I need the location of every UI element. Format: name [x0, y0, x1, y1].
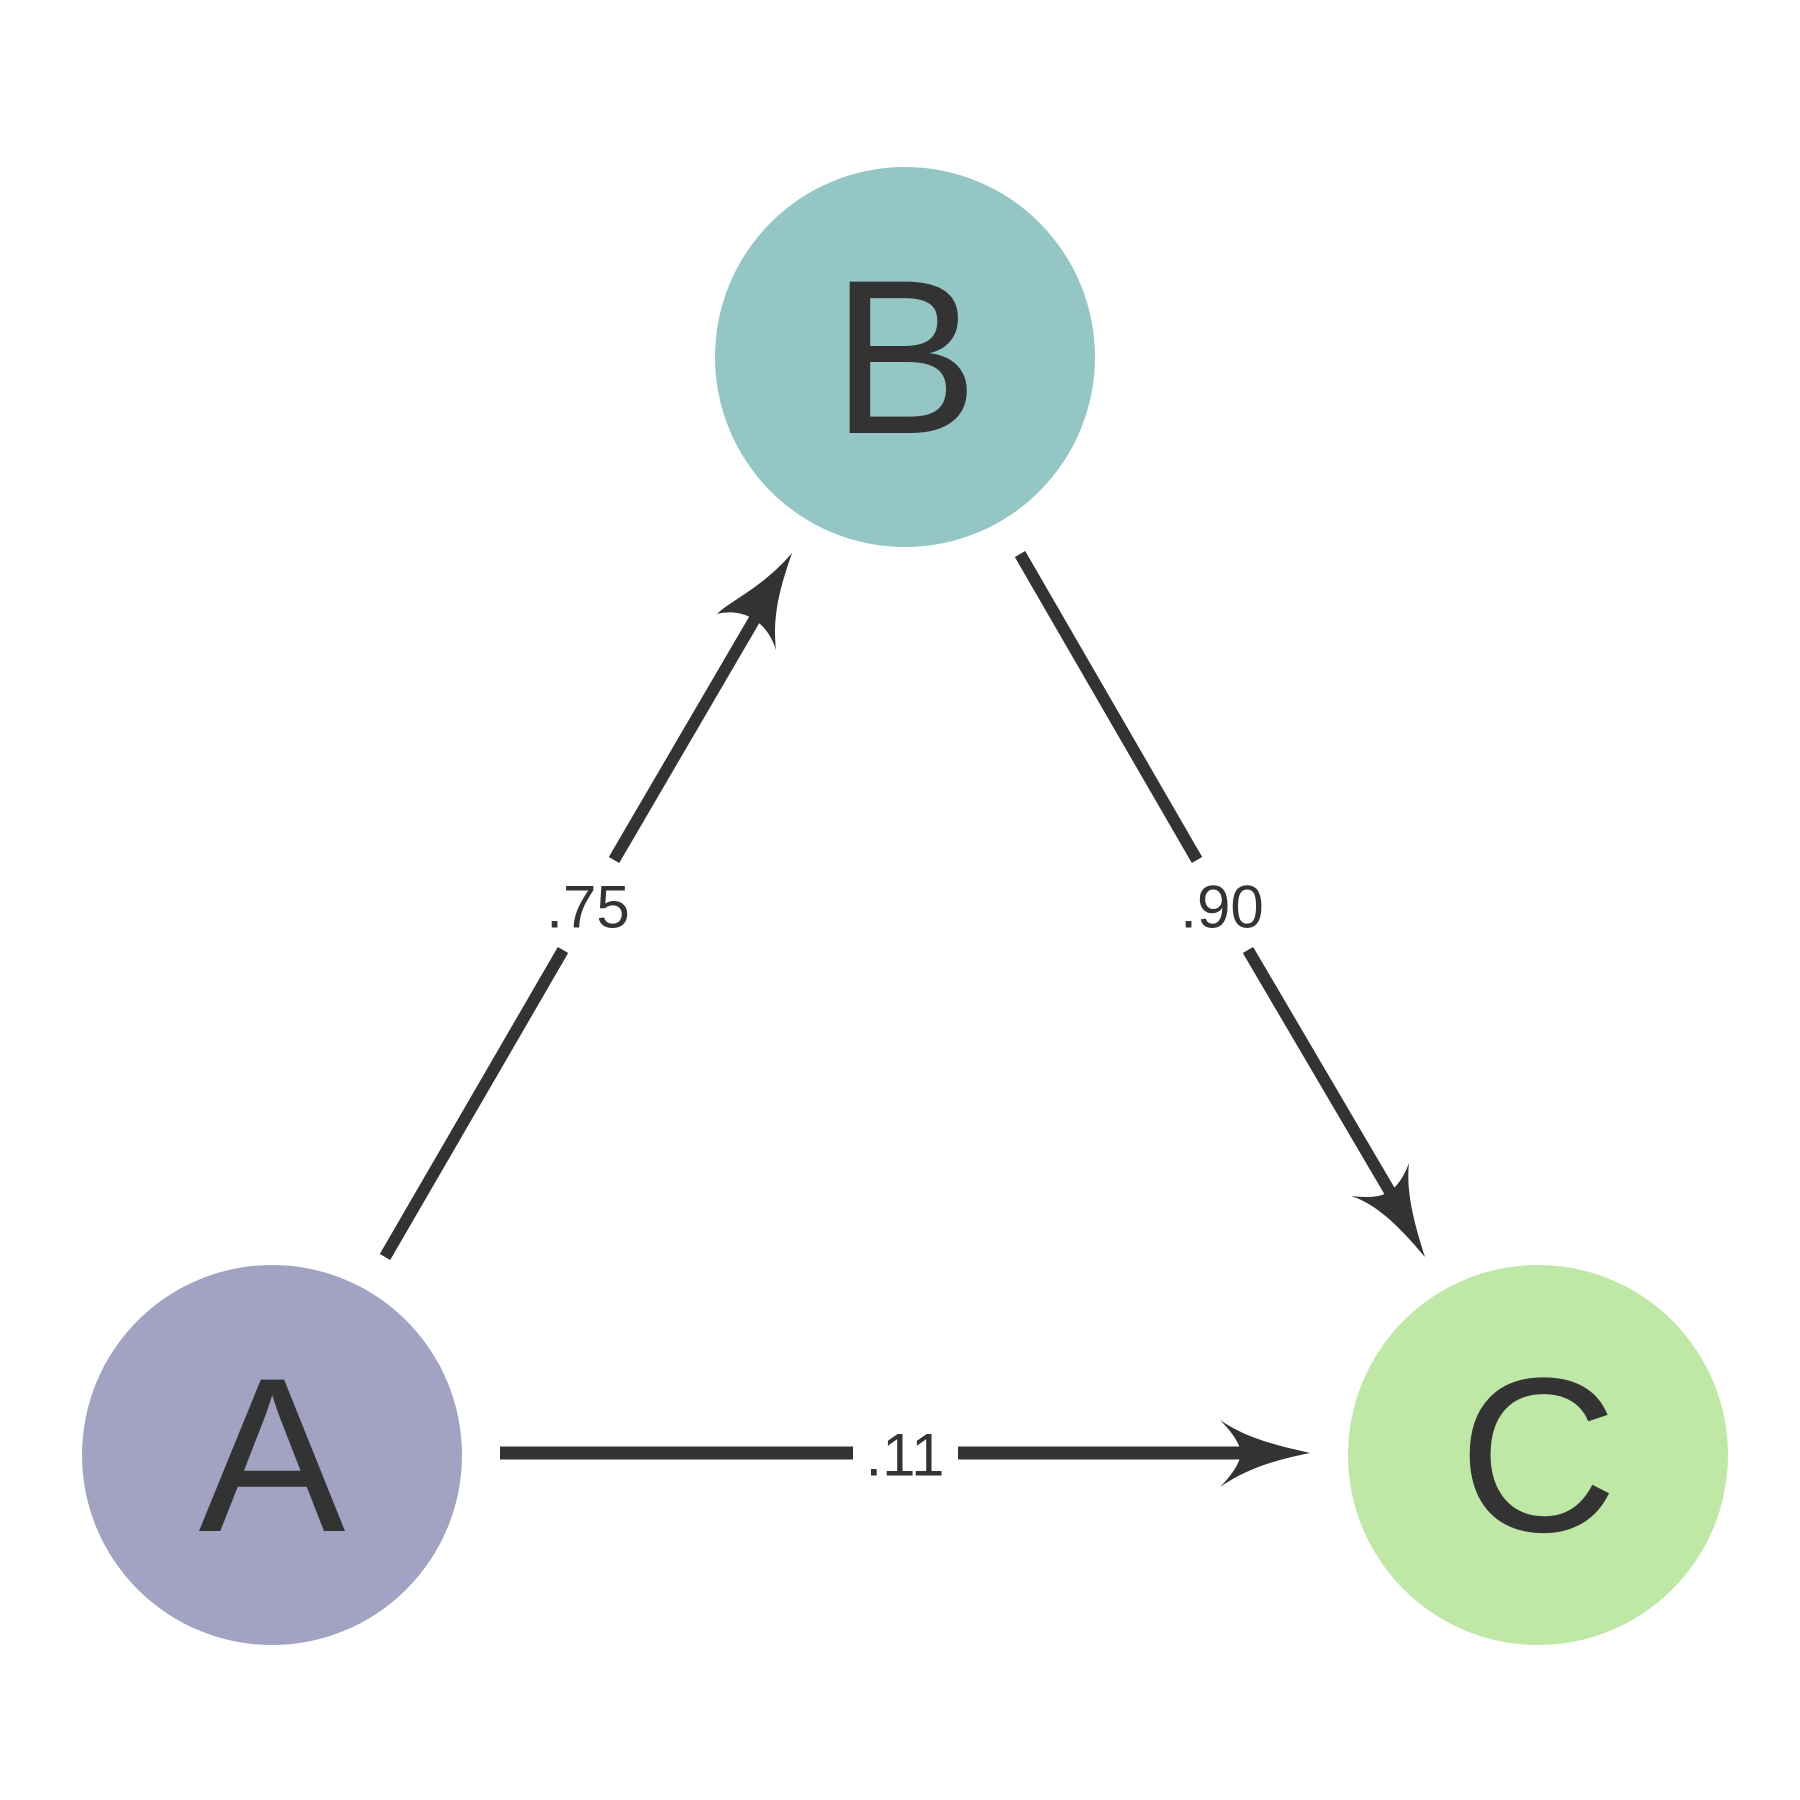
node-c-circle	[1348, 1265, 1728, 1645]
edge-a-b-arrowhead	[717, 553, 792, 650]
edge-b-c-line-lower	[1242, 946, 1399, 1201]
edge-a-b-line-upper	[608, 606, 766, 864]
edge-b-c-label: .90	[1180, 874, 1263, 941]
edge-a-c-label: .11	[866, 1422, 945, 1489]
node-a-circle	[82, 1265, 462, 1645]
node-b: B	[715, 167, 1095, 547]
node-c-label: C	[1459, 1332, 1618, 1578]
node-c: C	[1348, 1265, 1728, 1645]
edge-b-c: .90	[1014, 550, 1425, 1257]
edge-a-b-line-lower	[379, 946, 569, 1261]
edge-b-c-line-upper	[1014, 550, 1203, 864]
node-b-label: B	[832, 234, 979, 480]
edge-b-c-arrowhead	[1351, 1163, 1425, 1257]
edge-a-c-arrowhead	[1220, 1420, 1310, 1487]
node-a-label: A	[199, 1332, 346, 1578]
edge-a-c: .11	[500, 1420, 1310, 1489]
edge-a-b: .75	[379, 553, 792, 1261]
edge-a-b-label: .75	[546, 874, 629, 941]
node-a: A	[82, 1265, 462, 1645]
node-b-circle	[715, 167, 1095, 547]
